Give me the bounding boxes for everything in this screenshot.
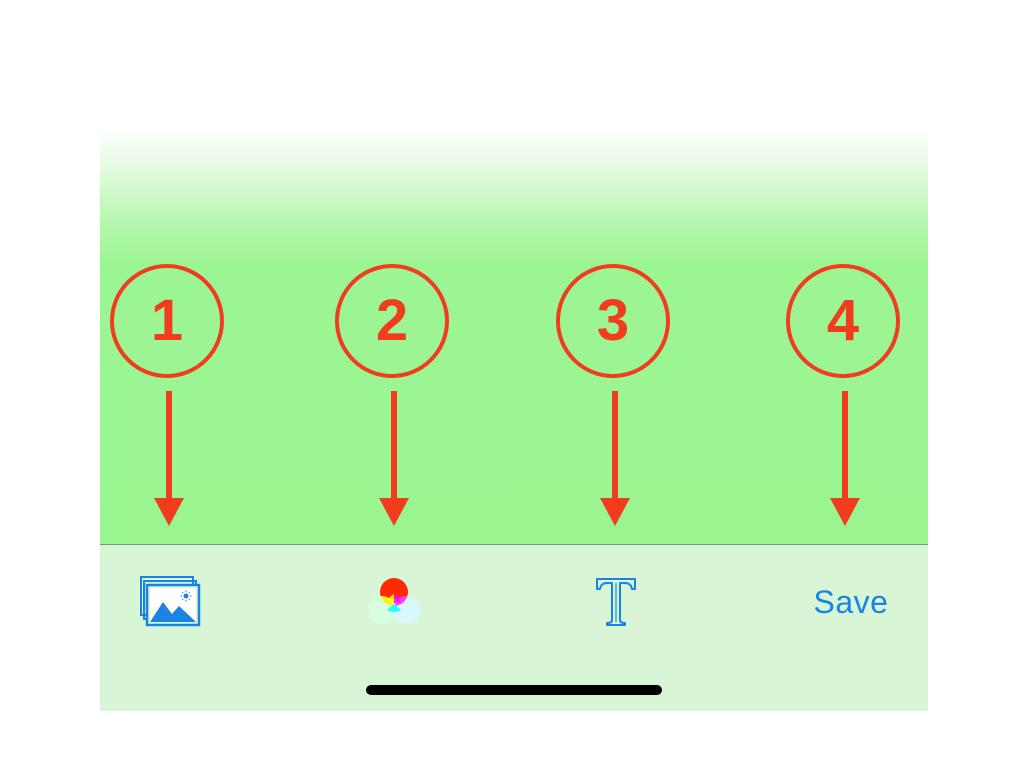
app-screen: 1 2 3 4 [100, 128, 928, 711]
home-indicator[interactable] [366, 685, 662, 695]
photos-button[interactable] [138, 573, 202, 631]
bottom-toolbar: Save [100, 544, 928, 711]
callout-2: 2 [335, 264, 449, 378]
arrow-2-head [379, 498, 409, 526]
callout-1: 1 [110, 264, 224, 378]
photo-library-icon [140, 576, 201, 627]
callout-4: 4 [786, 264, 900, 378]
canvas-area[interactable]: 1 2 3 4 [100, 128, 928, 544]
arrow-3-shaft [612, 391, 618, 503]
callout-3-number: 3 [596, 288, 630, 353]
arrow-1-shaft [166, 391, 172, 503]
callout-1-number: 1 [150, 288, 184, 353]
arrow-4-head [830, 498, 860, 526]
callout-4-number: 4 [826, 288, 860, 353]
callout-3: 3 [556, 264, 670, 378]
arrow-4-shaft [842, 391, 848, 503]
colors-button[interactable] [364, 573, 424, 631]
text-button[interactable] [590, 573, 642, 631]
color-wheel-icon [368, 578, 420, 624]
text-tool-icon [596, 578, 636, 626]
save-button[interactable]: Save [813, 583, 889, 620]
callout-2-number: 2 [375, 288, 409, 353]
arrow-3-head [600, 498, 630, 526]
arrow-1-head [154, 498, 184, 526]
arrow-2-shaft [391, 391, 397, 503]
